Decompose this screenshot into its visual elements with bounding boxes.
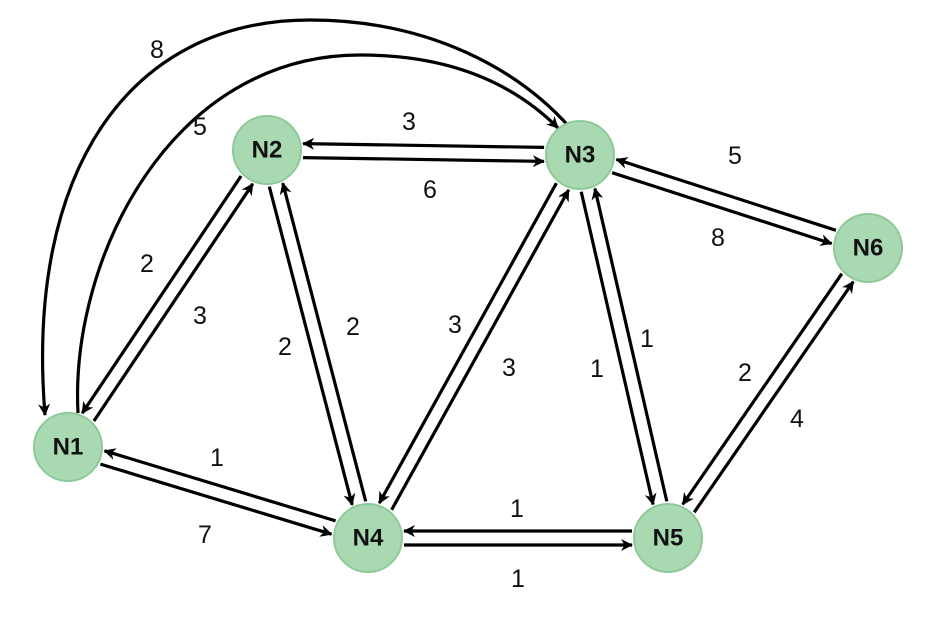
edge-weight-n5-n4: 1 (511, 565, 525, 593)
node-n2: N2 (232, 115, 302, 185)
edge-weight-n4-n5: 1 (510, 495, 524, 523)
edge-n3-n5 (579, 191, 657, 506)
edge-n5-n3 (591, 187, 669, 502)
edge-weight-n5-n3: 1 (590, 355, 604, 383)
edge-weight-n3-n1: 8 (150, 36, 164, 64)
edge-n2-n3 (302, 155, 545, 168)
edge-n6-n5 (681, 272, 844, 506)
node-label: N1 (53, 434, 84, 461)
edge-weight-n1-n4: 1 (210, 444, 224, 472)
node-n5: N5 (633, 503, 703, 573)
edge-n1-n2 (92, 182, 255, 422)
edge-weight-n3-n4: 3 (502, 354, 516, 382)
edge-weight-n3-n6: 5 (728, 142, 742, 170)
edge-n3-n4 (377, 182, 558, 504)
edge-n3-n6 (611, 171, 833, 246)
edge-weight-n4-n2: 2 (278, 333, 292, 361)
node-label: N3 (565, 142, 596, 169)
edge-n4-n3 (390, 189, 571, 511)
node-label: N2 (252, 137, 283, 164)
node-label: N5 (653, 525, 684, 552)
node-circle (232, 115, 302, 185)
edge-weight-n2-n1: 3 (193, 302, 207, 330)
edge-weight-n1-n2: 2 (140, 250, 154, 278)
edge-weight-n5-n6: 2 (738, 359, 752, 387)
edge-n4-n2 (279, 182, 368, 502)
edge-weight-n2-n3: 3 (402, 108, 416, 136)
node-circle (545, 120, 615, 190)
node-label: N6 (853, 235, 884, 262)
edges (38, 18, 855, 551)
node-n4: N4 (333, 503, 403, 573)
edge-n4-n1 (103, 448, 337, 523)
edge-weight-n1-n3: 5 (193, 113, 207, 141)
node-circle (333, 503, 403, 573)
edge-weight-n3-n2: 6 (423, 176, 437, 204)
node-label: N4 (353, 525, 384, 552)
node-n1: N1 (33, 412, 103, 482)
edge-n1-n3 (75, 53, 560, 414)
node-circle (633, 503, 703, 573)
edge-n2-n1 (80, 175, 243, 415)
node-n6: N6 (833, 213, 903, 283)
edge-n5-n6 (692, 280, 855, 514)
edge-n6-n3 (615, 157, 837, 232)
edge-weight-n3-n5: 1 (640, 325, 654, 353)
node-circle (833, 213, 903, 283)
edge-weight-n6-n3: 8 (711, 224, 725, 252)
edge-weight-n6-n5: 4 (790, 405, 804, 433)
edge-weight-n4-n1: 7 (198, 521, 212, 549)
edge-n1-n4 (99, 462, 333, 537)
edge-n3-n1 (38, 18, 574, 416)
node-n3: N3 (545, 120, 615, 190)
edge-n3-n2 (302, 137, 545, 150)
node-circle (33, 412, 103, 482)
edge-n2-n4 (267, 186, 356, 506)
edge-weight-n2-n4: 2 (346, 313, 360, 341)
edge-weight-n4-n3: 3 (448, 311, 462, 339)
